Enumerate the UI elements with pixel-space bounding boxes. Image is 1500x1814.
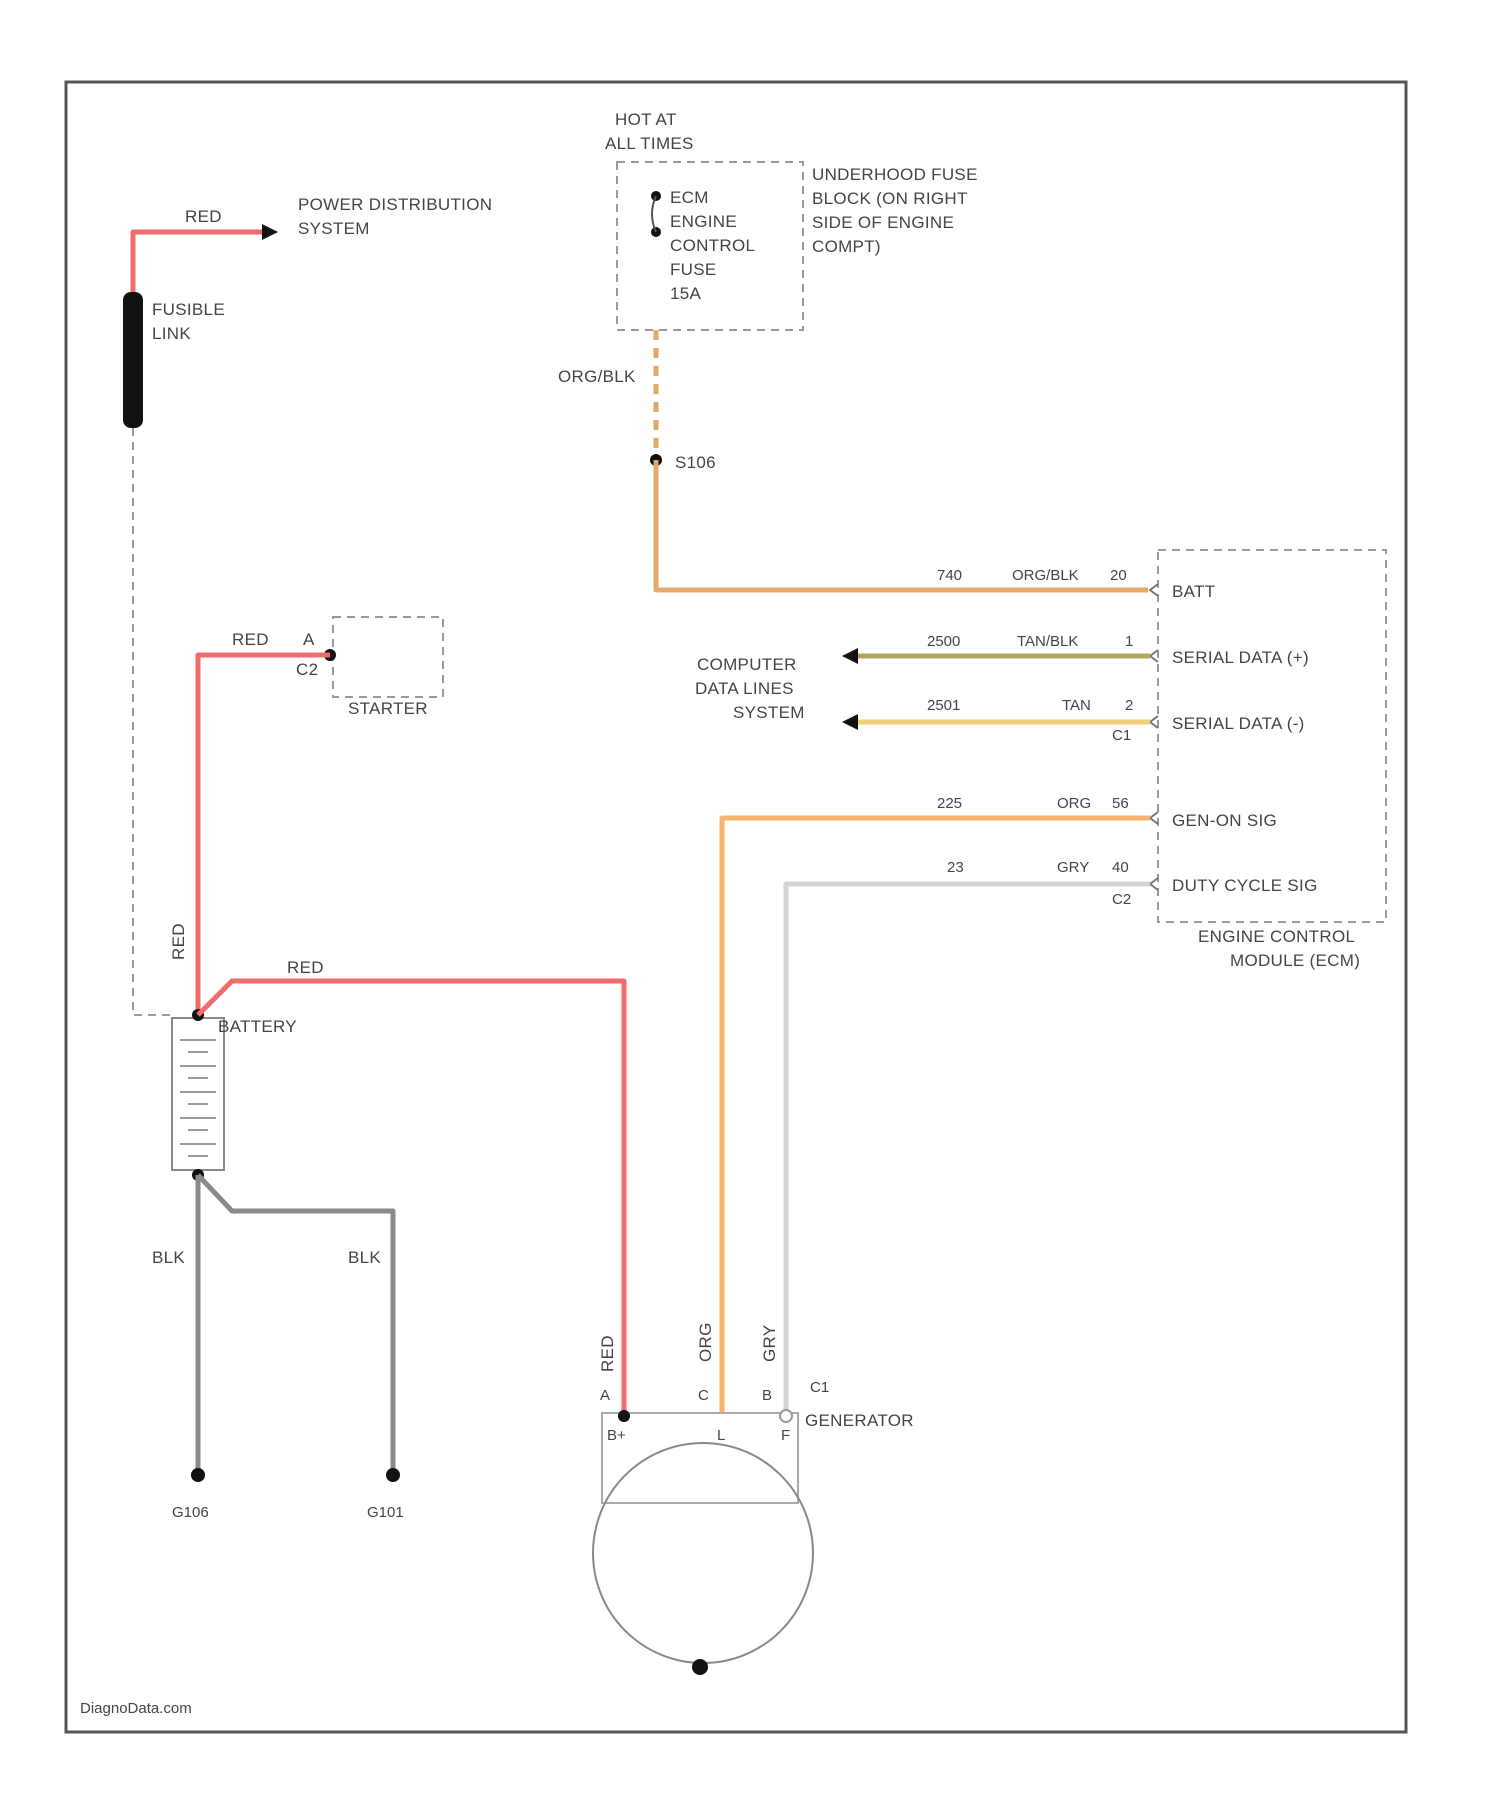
hot-at-label-2: ALL TIMES bbox=[605, 134, 694, 153]
generator-b-plus-terminal bbox=[618, 1410, 630, 1422]
ecm-connector-c2-label: C2 bbox=[1112, 891, 1131, 908]
starter-label: STARTER bbox=[348, 699, 428, 718]
data-lines-label-1: COMPUTER bbox=[697, 655, 797, 674]
ecm-pin-color: ORG/BLK bbox=[1012, 567, 1079, 584]
arrow-serial-minus bbox=[842, 714, 858, 730]
blk-wire-ground-right bbox=[198, 1175, 393, 1473]
generator-pin-b-plus-name: B+ bbox=[607, 1427, 626, 1444]
generator-pin-b: B bbox=[762, 1387, 772, 1404]
fuse-label-5: 15A bbox=[670, 284, 702, 303]
generator-f-terminal bbox=[780, 1410, 792, 1422]
fuse-block-label-4: COMPT) bbox=[812, 237, 881, 256]
fuse-label-4: FUSE bbox=[670, 260, 717, 279]
generator-ground-dot bbox=[692, 1659, 708, 1675]
ecm-label-1: ENGINE CONTROL bbox=[1198, 927, 1355, 946]
generator-label: GENERATOR bbox=[805, 1411, 914, 1430]
ground-g106-icon bbox=[191, 1468, 205, 1482]
ecm-pin-name: SERIAL DATA (+) bbox=[1172, 648, 1309, 667]
red-wire-power-distribution bbox=[133, 232, 268, 300]
fusible-link-label-1: FUSIBLE bbox=[152, 300, 225, 319]
fusible-link-dashed-path bbox=[133, 428, 172, 1015]
power-distribution-label-1: POWER DISTRIBUTION bbox=[298, 195, 492, 214]
wire-label-red-vertical: RED bbox=[169, 923, 188, 960]
ecm-pin-circuit: 740 bbox=[937, 567, 962, 584]
gry-wire-duty-cycle bbox=[786, 884, 1150, 1413]
generator-terminal-block bbox=[602, 1413, 798, 1503]
wire-label-blk-right: BLK bbox=[348, 1248, 381, 1267]
ecm-pin-circuit: 2500 bbox=[927, 633, 960, 650]
arrow-serial-plus bbox=[842, 648, 858, 664]
fuse-block-label-2: BLOCK (ON RIGHT bbox=[812, 189, 968, 208]
ecm-pin-circuit: 23 bbox=[947, 859, 964, 876]
ecm-pin-name: DUTY CYCLE SIG bbox=[1172, 876, 1318, 895]
ecm-box bbox=[1158, 550, 1386, 922]
ecm-pin-circuit: 2501 bbox=[927, 697, 960, 714]
power-distribution-label-2: SYSTEM bbox=[298, 219, 370, 238]
splice-label: S106 bbox=[675, 453, 716, 472]
ecm-pin-circuit: 225 bbox=[937, 795, 962, 812]
ecm-pin-number: 2 bbox=[1125, 697, 1133, 714]
ecm-pin-number: 1 bbox=[1125, 633, 1133, 650]
fuse-label-3: CONTROL bbox=[670, 236, 755, 255]
fusible-link-label-2: LINK bbox=[152, 324, 191, 343]
generator-connector-label: C1 bbox=[810, 1379, 829, 1396]
starter-pin-label: A bbox=[303, 630, 315, 649]
wire-label-gen-org: ORG bbox=[696, 1322, 715, 1362]
wire-label-red-starter: RED bbox=[232, 630, 269, 649]
ecm-pin-row: 2500 TAN/BLK 1 SERIAL DATA (+) bbox=[927, 633, 1309, 667]
ecm-pin-color: TAN bbox=[1062, 697, 1091, 714]
battery-cells-icon bbox=[180, 1040, 216, 1156]
ecm-pin-row: 23 GRY 40 DUTY CYCLE SIG bbox=[947, 859, 1318, 895]
ecm-connector-c1-label: C1 bbox=[1112, 727, 1131, 744]
ground-g101-label: G101 bbox=[367, 1504, 404, 1521]
data-lines-label-2: DATA LINES bbox=[695, 679, 794, 698]
data-lines-label-3: SYSTEM bbox=[733, 703, 805, 722]
hot-at-label-1: HOT AT bbox=[615, 110, 677, 129]
ecm-pin-number: 20 bbox=[1110, 567, 1127, 584]
wire-label-red-top: RED bbox=[185, 207, 222, 226]
generator-pin-f-name: F bbox=[781, 1427, 790, 1444]
fuse-label-2: ENGINE bbox=[670, 212, 737, 231]
generator-pin-a: A bbox=[600, 1387, 610, 1404]
watermark: DiagnoData.com bbox=[80, 1700, 192, 1717]
generator-pin-labels: A C B C1 bbox=[600, 1379, 829, 1404]
ecm-pin-number: 56 bbox=[1112, 795, 1129, 812]
fuse-block-label-1: UNDERHOOD FUSE bbox=[812, 165, 978, 184]
fuse-icon bbox=[652, 196, 656, 232]
ecm-pin-name: SERIAL DATA (-) bbox=[1172, 714, 1305, 733]
ecm-pin-color: ORG bbox=[1057, 795, 1091, 812]
ground-g101-icon bbox=[386, 1468, 400, 1482]
wire-label-red-gen: RED bbox=[287, 958, 324, 977]
wire-label-gen-red: RED bbox=[598, 1335, 617, 1372]
wire-label-gen-gry: GRY bbox=[760, 1325, 779, 1362]
ecm-pin-number: 40 bbox=[1112, 859, 1129, 876]
generator-pin-c: C bbox=[698, 1387, 709, 1404]
fuse-label-1: ECM bbox=[670, 188, 709, 207]
fuse-block-label-3: SIDE OF ENGINE bbox=[812, 213, 954, 232]
ground-g106-label: G106 bbox=[172, 1504, 209, 1521]
ecm-pin-name: GEN-ON SIG bbox=[1172, 811, 1277, 830]
generator-pin-l-name: L bbox=[717, 1427, 725, 1444]
ecm-pin-row: 225 ORG 56 GEN-ON SIG bbox=[937, 795, 1277, 830]
generator-circle-icon bbox=[593, 1443, 813, 1663]
ecm-pin-name: BATT bbox=[1172, 582, 1215, 601]
starter-box bbox=[333, 617, 443, 697]
ecm-pin-color: GRY bbox=[1057, 859, 1089, 876]
arrow-power-distribution bbox=[262, 224, 278, 240]
wire-label-orgblk-vertical: ORG/BLK bbox=[558, 367, 636, 386]
ecm-pin-connectors bbox=[1150, 584, 1158, 890]
starter-connector-label: C2 bbox=[296, 660, 318, 679]
wire-label-blk-left: BLK bbox=[152, 1248, 185, 1267]
ecm-label-2: MODULE (ECM) bbox=[1230, 951, 1360, 970]
battery-label: BATTERY bbox=[218, 1017, 297, 1036]
ecm-pin-color: TAN/BLK bbox=[1017, 633, 1078, 650]
ecm-pin-row: 740 ORG/BLK 20 BATT bbox=[937, 567, 1215, 601]
red-wire-generator bbox=[198, 981, 624, 1413]
fusible-link-icon bbox=[123, 292, 143, 428]
